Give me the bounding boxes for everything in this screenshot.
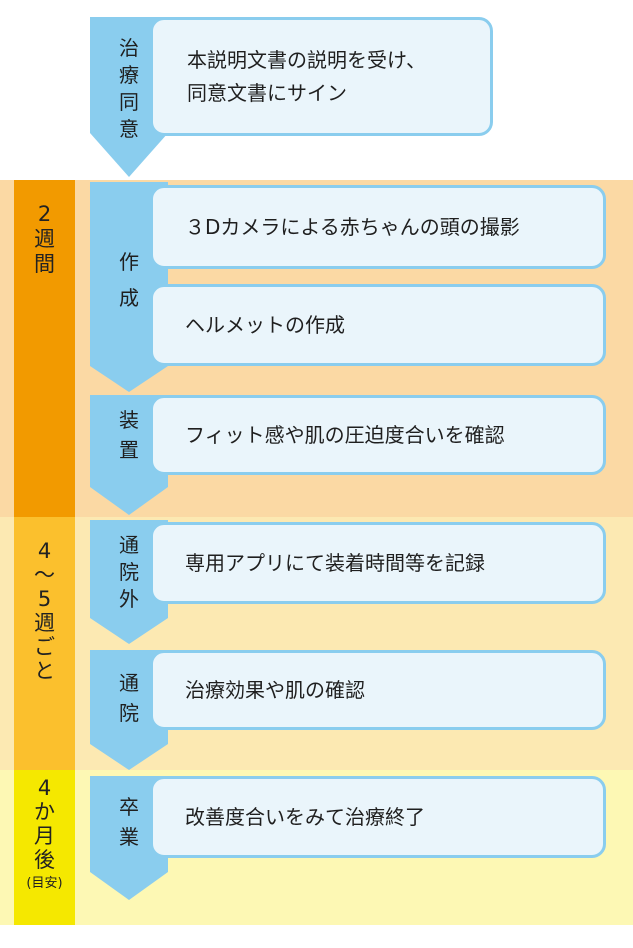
step-box-fitting: フィット感や肌の圧迫度合いを確認 bbox=[150, 395, 606, 475]
phase-4months: 4 か 月 後 (目安) bbox=[14, 770, 75, 925]
arrow-shape bbox=[90, 520, 168, 644]
step-label-create: 作 成 bbox=[119, 250, 139, 310]
arrow-shape bbox=[90, 17, 168, 177]
phase-4months-label: 4 か 月 後 bbox=[34, 776, 55, 872]
arrow-shape bbox=[90, 395, 168, 515]
arrow-shape bbox=[90, 776, 168, 900]
phase-2weeks-label: 2 週 間 bbox=[34, 202, 55, 276]
step-box-fitting-text: フィット感や肌の圧迫度合いを確認 bbox=[185, 422, 505, 447]
step-box-app-record: 専用アプリにて装着時間等を記録 bbox=[150, 522, 606, 604]
step-box-consent: 本説明文書の説明を受け、 同意文書にサイン bbox=[150, 17, 493, 136]
step-arrow-visit: 通 院 bbox=[90, 650, 168, 770]
step-box-scan: ３Dカメラによる赤ちゃんの頭の撮影 bbox=[150, 185, 606, 269]
step-box-scan-text: ３Dカメラによる赤ちゃんの頭の撮影 bbox=[185, 214, 520, 239]
step-arrow-graduate: 卒 業 bbox=[90, 776, 168, 900]
step-box-check-text: 治療効果や肌の確認 bbox=[185, 677, 365, 702]
step-box-consent-text: 本説明文書の説明を受け、 同意文書にサイン bbox=[187, 47, 426, 105]
step-label-graduate: 卒 業 bbox=[119, 795, 139, 849]
arrow-shape bbox=[90, 650, 168, 770]
step-arrow-consent: 治 療 同 意 bbox=[90, 17, 168, 177]
step-box-end: 改善度合いをみて治療終了 bbox=[150, 776, 606, 858]
step-arrow-create: 作 成 bbox=[90, 182, 168, 392]
step-label-fitting: 装 置 bbox=[119, 408, 139, 462]
step-label-consent: 治 療 同 意 bbox=[119, 36, 139, 141]
phase-4-5weeks-label: 4 〜 5 週 ご と bbox=[34, 539, 55, 683]
step-box-make-helmet-text: ヘルメットの作成 bbox=[185, 312, 345, 337]
step-arrow-outpatient-off: 通 院 外 bbox=[90, 520, 168, 644]
step-box-app-record-text: 専用アプリにて装着時間等を記録 bbox=[185, 550, 485, 575]
phase-2weeks: 2 週 間 bbox=[14, 180, 75, 517]
step-box-make-helmet: ヘルメットの作成 bbox=[150, 284, 606, 366]
step-box-end-text: 改善度合いをみて治療終了 bbox=[185, 804, 425, 829]
phase-4months-sub: (目安) bbox=[26, 876, 63, 891]
step-box-check: 治療効果や肌の確認 bbox=[150, 650, 606, 730]
arrow-shape bbox=[90, 182, 168, 392]
step-arrow-fitting: 装 置 bbox=[90, 395, 168, 515]
step-label-visit: 通 院 bbox=[119, 671, 139, 725]
phase-4-5weeks: 4 〜 5 週 ご と bbox=[14, 517, 75, 770]
step-label-outpatient-off: 通 院 外 bbox=[119, 533, 139, 611]
